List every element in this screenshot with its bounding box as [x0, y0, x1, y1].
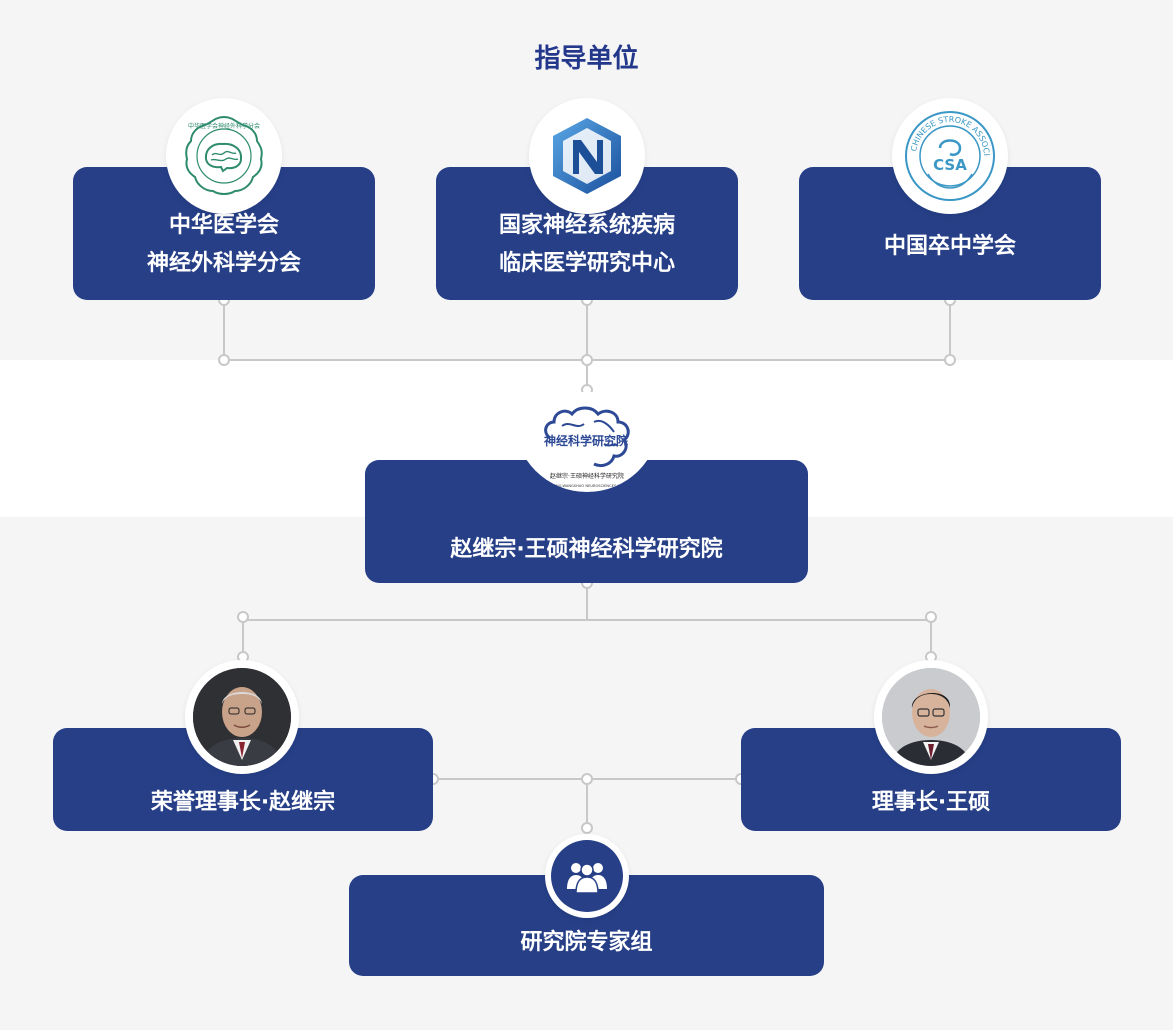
expert-group-label: 研究院专家组 — [520, 929, 653, 955]
leader-label: 理事长·王硕 — [871, 789, 991, 815]
connector-node — [944, 354, 956, 366]
sponsor-line2: 临床医学研究中心 — [498, 250, 675, 276]
page-title: 指导单位 — [534, 44, 639, 74]
connector-node — [581, 822, 593, 834]
connector-node — [581, 354, 593, 366]
sponsor-line1: 中国卒中学会 — [883, 233, 1016, 259]
svg-text:CSA: CSA — [933, 156, 967, 174]
connector-node — [218, 354, 230, 366]
sponsor-line1: 国家神经系统疾病 — [498, 212, 675, 238]
portrait-honorary-chairman-icon — [193, 668, 291, 766]
svg-text:中华医学会神经外科学分会: 中华医学会神经外科学分会 — [188, 122, 260, 130]
institute-name: 赵继宗·王硕神经科学研究院 — [450, 536, 723, 562]
brain-icon: 神经科学研究院 赵继宗·王硕神经科学研究院 ZHAOJIZONG-WANGSHU… — [538, 406, 637, 488]
svg-text:ZHAOJIZONG-WANGSHUO NEUROSCIEN: ZHAOJIZONG-WANGSHUO NEUROSCIENCES INSTIT… — [538, 484, 637, 488]
svg-text:赵继宗·王硕神经科学研究院: 赵继宗·王硕神经科学研究院 — [550, 472, 624, 480]
leader-box-chairman: 理事长·王硕 — [741, 728, 1121, 831]
portrait-chairman — [874, 660, 988, 774]
cma-neurosurgery-seal-icon: 中华医学会神经外科学分会 — [166, 98, 282, 214]
group-people-icon — [567, 863, 607, 893]
portrait-honorary-chairman — [185, 660, 299, 774]
leader-label: 荣誉理事长·赵继宗 — [150, 789, 336, 815]
connector-node — [237, 611, 249, 623]
svg-text:CHINESE STROKE ASSOCIATION: CHINESE STROKE ASSOCIATION — [902, 108, 991, 156]
portrait-chairman-icon — [882, 668, 980, 766]
sponsor-line2: 神经外科学分会 — [146, 250, 301, 276]
csa-stroke-association-seal-icon: CHINESE STROKE ASSOCIATION CSA — [892, 98, 1008, 214]
connector-node — [925, 611, 937, 623]
connector-node — [581, 773, 593, 785]
expert-group-icon-circle — [545, 834, 629, 918]
sponsor-line1: 中华医学会 — [168, 212, 279, 238]
national-neuro-center-logo-icon — [529, 98, 645, 214]
svg-text:神经科学研究院: 神经科学研究院 — [544, 433, 628, 448]
